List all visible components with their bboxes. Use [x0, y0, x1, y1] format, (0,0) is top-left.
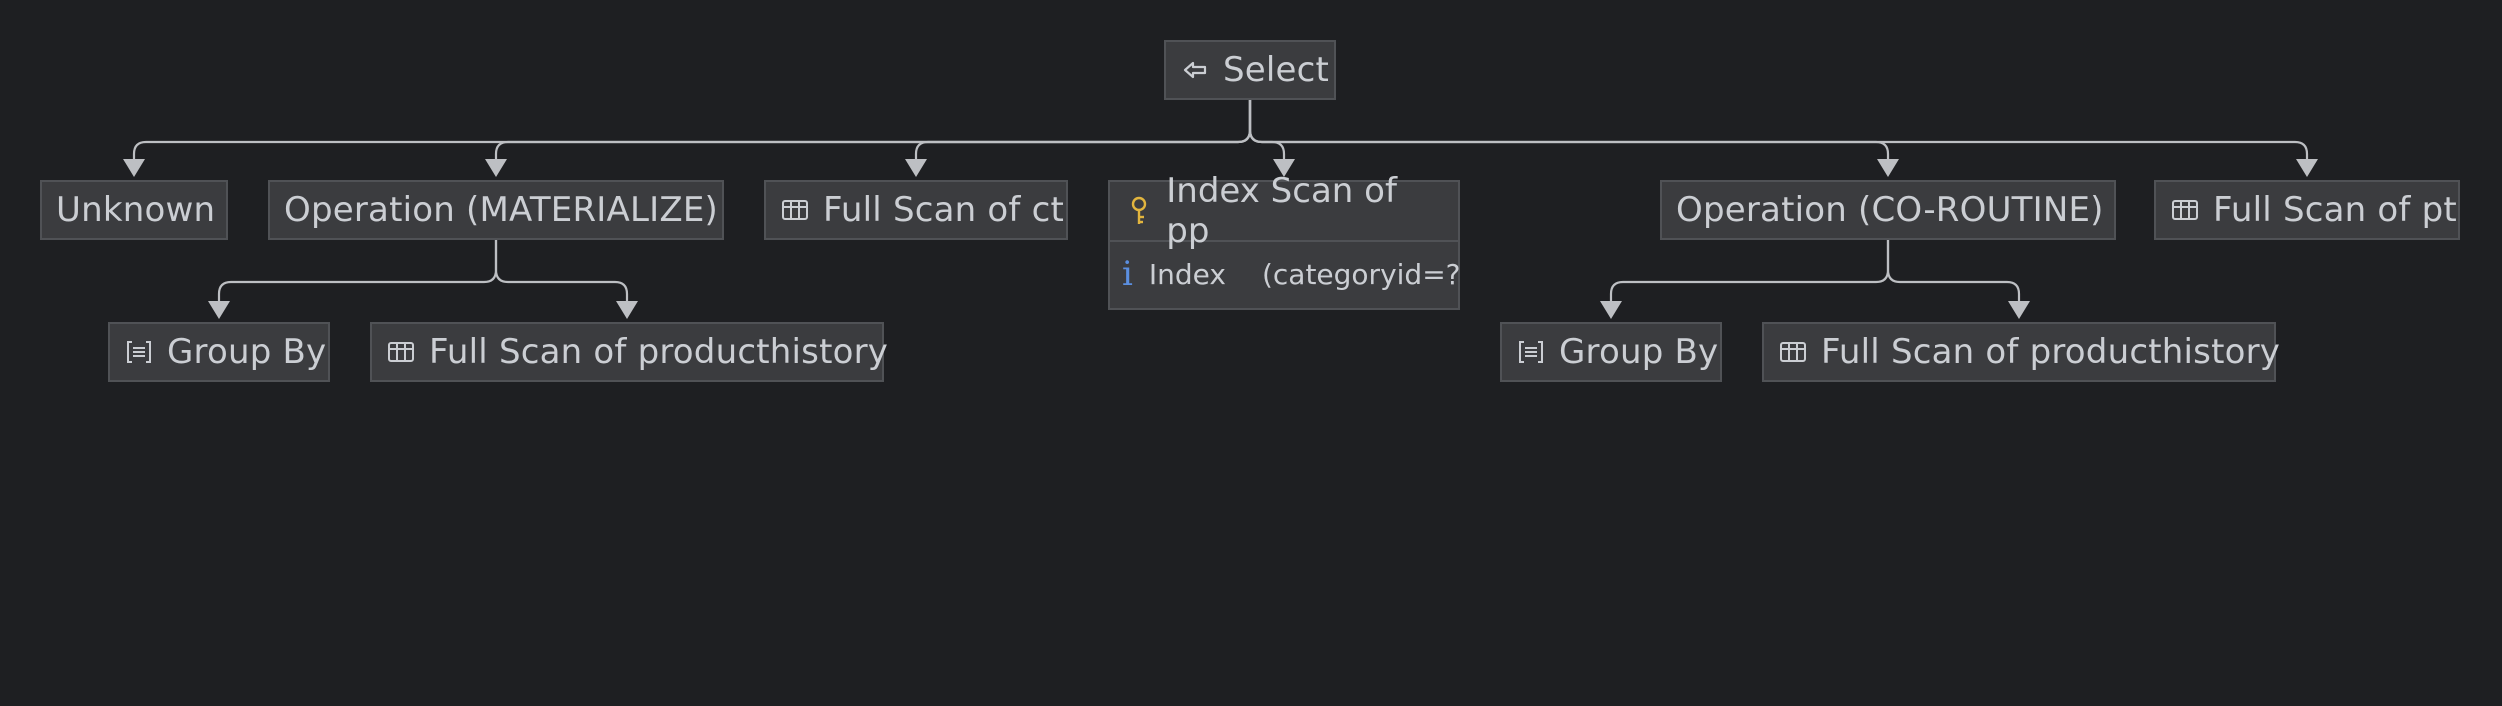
node-operation-coroutine[interactable]: Operation (CO-ROUTINE) [1660, 180, 2116, 240]
materialize-child-edge [494, 240, 629, 301]
node-group-by[interactable]: Group By [1500, 322, 1722, 382]
select-child-edge [132, 100, 1252, 159]
node-label: Full Scan of pt [2213, 190, 2457, 230]
edge-arrowhead [2296, 159, 2318, 177]
select-child-edge [494, 100, 1252, 159]
select-child-edge [1248, 100, 1286, 159]
node-operation-materialize[interactable]: Operation (MATERIALIZE) [268, 180, 724, 240]
group-by-icon [1516, 337, 1546, 367]
key-icon [1124, 196, 1153, 226]
node-full-scan-pt[interactable]: Full Scan of pt [2154, 180, 2460, 240]
node-unknown[interactable]: Unknown [40, 180, 228, 240]
node-label: Index Scan of pp [1166, 171, 1397, 251]
edge-arrowhead [1877, 159, 1899, 177]
node-label: Full Scan of producthistory [429, 332, 889, 372]
node-group-by[interactable]: Group By [108, 322, 330, 382]
edge-arrowhead [485, 159, 507, 177]
edge-arrowhead [123, 159, 145, 177]
info-icon: i [1122, 254, 1133, 294]
node-label: Select [1223, 50, 1330, 90]
node-index-scan-pp[interactable]: Index Scan of pp i Index (categoryid=? [1108, 171, 1461, 310]
table-icon [2170, 195, 2200, 225]
node-select[interactable]: Select [1164, 40, 1336, 100]
table-icon [1778, 337, 1808, 367]
node-label: Group By [1559, 332, 1719, 372]
table-icon [780, 195, 810, 225]
edge-arrowhead [1600, 301, 1622, 319]
node-full-scan-producthistory[interactable]: Full Scan of producthistory [1762, 322, 2280, 382]
node-label: Operation (MATERIALIZE) [284, 190, 718, 230]
edge-arrowhead [616, 301, 638, 319]
node-label: Unknown [56, 190, 216, 230]
index-detail-row: i Index (categoryid=? [1110, 242, 1461, 306]
coroutine-child-edge [1609, 240, 1890, 301]
edge-arrowhead [208, 301, 230, 319]
node-full-scan-producthistory[interactable]: Full Scan of producthistory [370, 322, 888, 382]
select-child-edge [1248, 100, 2309, 159]
coroutine-child-edge [1886, 240, 2021, 301]
edge-arrowhead [2008, 301, 2030, 319]
node-label: Full Scan of producthistory [1821, 332, 2281, 372]
edge-arrowhead [905, 159, 927, 177]
edge-arrowhead [1273, 159, 1295, 177]
materialize-child-edge [217, 240, 498, 301]
node-full-scan-ct[interactable]: Full Scan of ct [764, 180, 1068, 240]
index-scan-header: Index Scan of pp [1110, 171, 1458, 251]
node-label: Group By [167, 332, 327, 372]
index-detail-key: Index [1148, 257, 1226, 291]
select-child-edge [1248, 100, 1890, 159]
node-label: Full Scan of ct [823, 190, 1065, 230]
index-detail-value: (categoryid=? [1261, 257, 1461, 291]
table-icon [386, 337, 416, 367]
group-by-icon [124, 337, 154, 367]
select-arrow-icon [1180, 55, 1210, 85]
select-child-edge [914, 100, 1252, 159]
node-label: Operation (CO-ROUTINE) [1676, 190, 2104, 230]
